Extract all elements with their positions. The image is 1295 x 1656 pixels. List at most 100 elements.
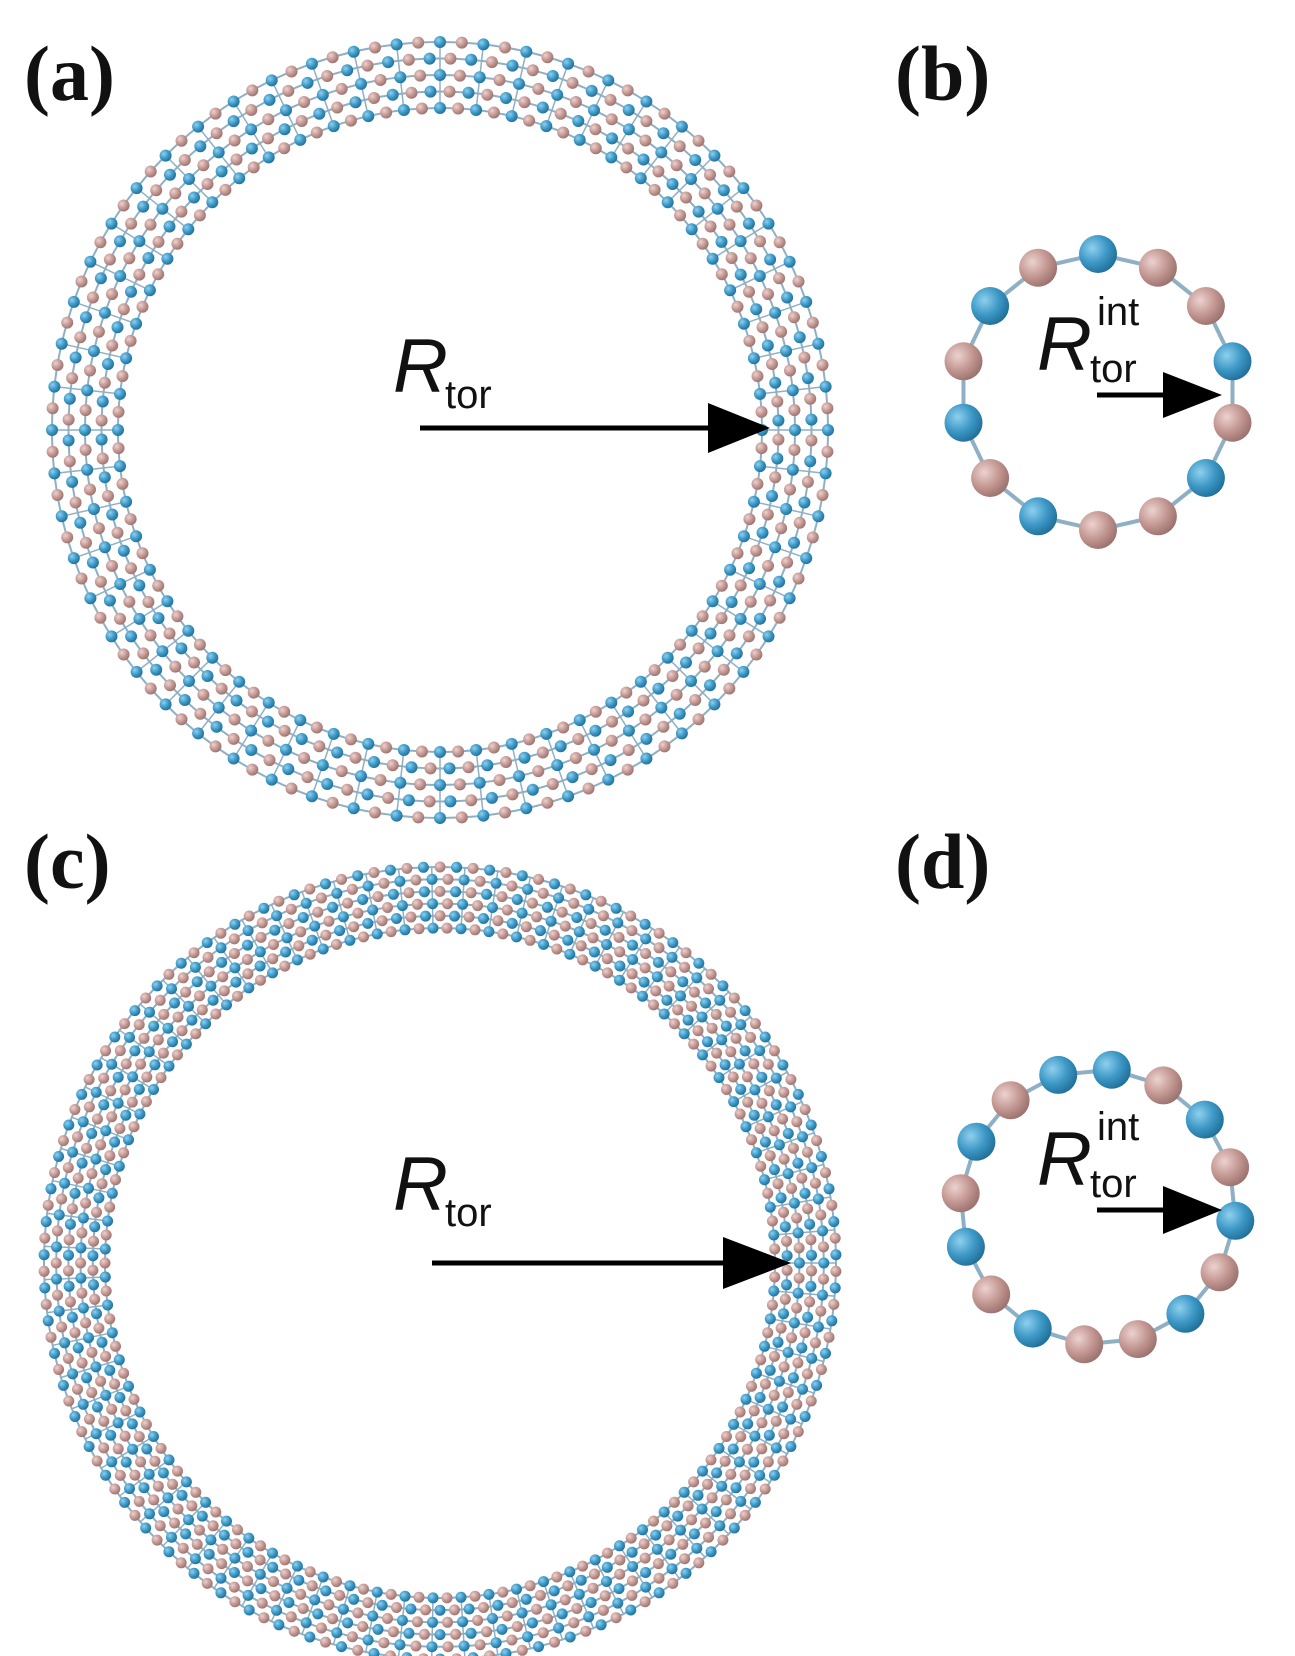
atom-pink <box>441 1592 453 1604</box>
atom-blue <box>434 812 446 824</box>
atom-blue <box>506 59 519 72</box>
atom-pink <box>304 1566 316 1578</box>
atom-blue <box>180 1038 192 1050</box>
atom-pink <box>779 1293 791 1305</box>
atom-blue <box>352 870 364 882</box>
atom-pink <box>692 642 705 655</box>
atom-blue <box>282 763 295 776</box>
atom-pink <box>572 733 585 745</box>
atom-pink <box>106 559 118 572</box>
atom-blue <box>265 773 278 786</box>
atom-blue <box>66 475 79 488</box>
atom-blue <box>467 1652 479 1656</box>
atom-pink <box>80 536 92 549</box>
atom-pink <box>72 1383 83 1395</box>
atom-pink <box>622 142 635 155</box>
atom-blue <box>680 656 692 669</box>
atom-blue <box>386 88 399 101</box>
atom-blue <box>1079 235 1117 273</box>
atom-pink <box>411 1616 423 1628</box>
atom-pink <box>247 686 260 699</box>
atom-pink <box>100 1285 112 1297</box>
atom-pink <box>268 939 279 950</box>
atom-blue <box>677 976 689 988</box>
atom-pink <box>520 921 532 933</box>
atom-pink <box>142 596 155 608</box>
atom-pink <box>614 1554 626 1566</box>
atom-pink <box>823 1331 835 1343</box>
atom-blue <box>262 696 275 709</box>
atom-blue <box>81 463 94 476</box>
atom-blue <box>267 967 278 979</box>
atom-blue <box>478 913 489 924</box>
atom-blue <box>737 182 750 195</box>
atom-pink <box>74 331 87 344</box>
atom-pink <box>450 1628 462 1640</box>
atom-blue <box>178 694 191 706</box>
atom-pink <box>559 1594 571 1606</box>
atom-blue <box>117 544 130 557</box>
atom-blue <box>55 510 68 523</box>
atom-pink <box>83 1074 95 1085</box>
atom-blue <box>144 1508 155 1520</box>
atom-blue <box>800 295 813 308</box>
atom-pink <box>323 1599 335 1611</box>
atom-pink <box>556 906 568 918</box>
atom-blue <box>48 467 61 480</box>
atom-blue <box>470 744 483 756</box>
atom-pink <box>320 1636 331 1648</box>
atom-pink <box>706 1492 718 1504</box>
atom-pink <box>793 516 806 529</box>
atom-pink <box>568 897 580 909</box>
atom-pink <box>255 1540 266 1552</box>
atom-pink <box>279 1554 291 1566</box>
atom-pink <box>719 1455 731 1467</box>
atom-blue <box>750 1367 762 1379</box>
atom-pink <box>537 887 549 899</box>
atom-pink <box>1019 248 1058 287</box>
atom-pink <box>227 732 240 745</box>
atom-blue <box>742 1418 754 1430</box>
atom-blue <box>599 924 611 936</box>
atom-pink <box>727 1071 739 1083</box>
atom-blue <box>819 467 832 480</box>
atom-blue <box>536 101 549 114</box>
atom-pink <box>773 236 786 249</box>
atom-pink <box>45 1331 57 1343</box>
atom-blue <box>782 1346 794 1358</box>
atom-pink <box>88 1235 99 1247</box>
radius-subscript-d: tor <box>1090 1162 1137 1206</box>
atom-pink <box>601 953 613 965</box>
atom-pink <box>589 123 602 136</box>
atom-blue <box>91 1308 102 1320</box>
atom-blue <box>657 127 670 140</box>
atom-pink <box>501 904 513 916</box>
atom-pink <box>696 610 709 623</box>
atom-blue <box>113 1160 125 1172</box>
atom-pink <box>465 887 477 899</box>
atom-blue <box>114 270 127 282</box>
atom-pink <box>323 915 335 927</box>
atom-pink <box>241 1561 253 1572</box>
atom-pink <box>412 811 425 824</box>
atom-blue <box>485 791 498 804</box>
atom-blue <box>59 1177 71 1189</box>
atom-blue <box>754 387 766 400</box>
atom-pink <box>434 861 446 873</box>
atom-blue <box>685 223 698 236</box>
atom-pink <box>116 477 129 490</box>
atom-blue <box>396 1614 408 1626</box>
atom-blue <box>66 1311 78 1323</box>
atom-pink <box>523 733 536 746</box>
atom-pink <box>815 1305 827 1317</box>
atom-pink <box>386 759 399 772</box>
atom-pink <box>599 1590 611 1602</box>
atom-blue <box>376 1599 388 1611</box>
atom-pink <box>228 948 240 959</box>
atom-blue <box>704 627 717 640</box>
atom-blue <box>245 744 258 756</box>
atom-pink <box>352 907 364 919</box>
atom-pink <box>209 740 222 753</box>
atom-pink <box>743 334 756 347</box>
atom-blue <box>271 1604 283 1616</box>
